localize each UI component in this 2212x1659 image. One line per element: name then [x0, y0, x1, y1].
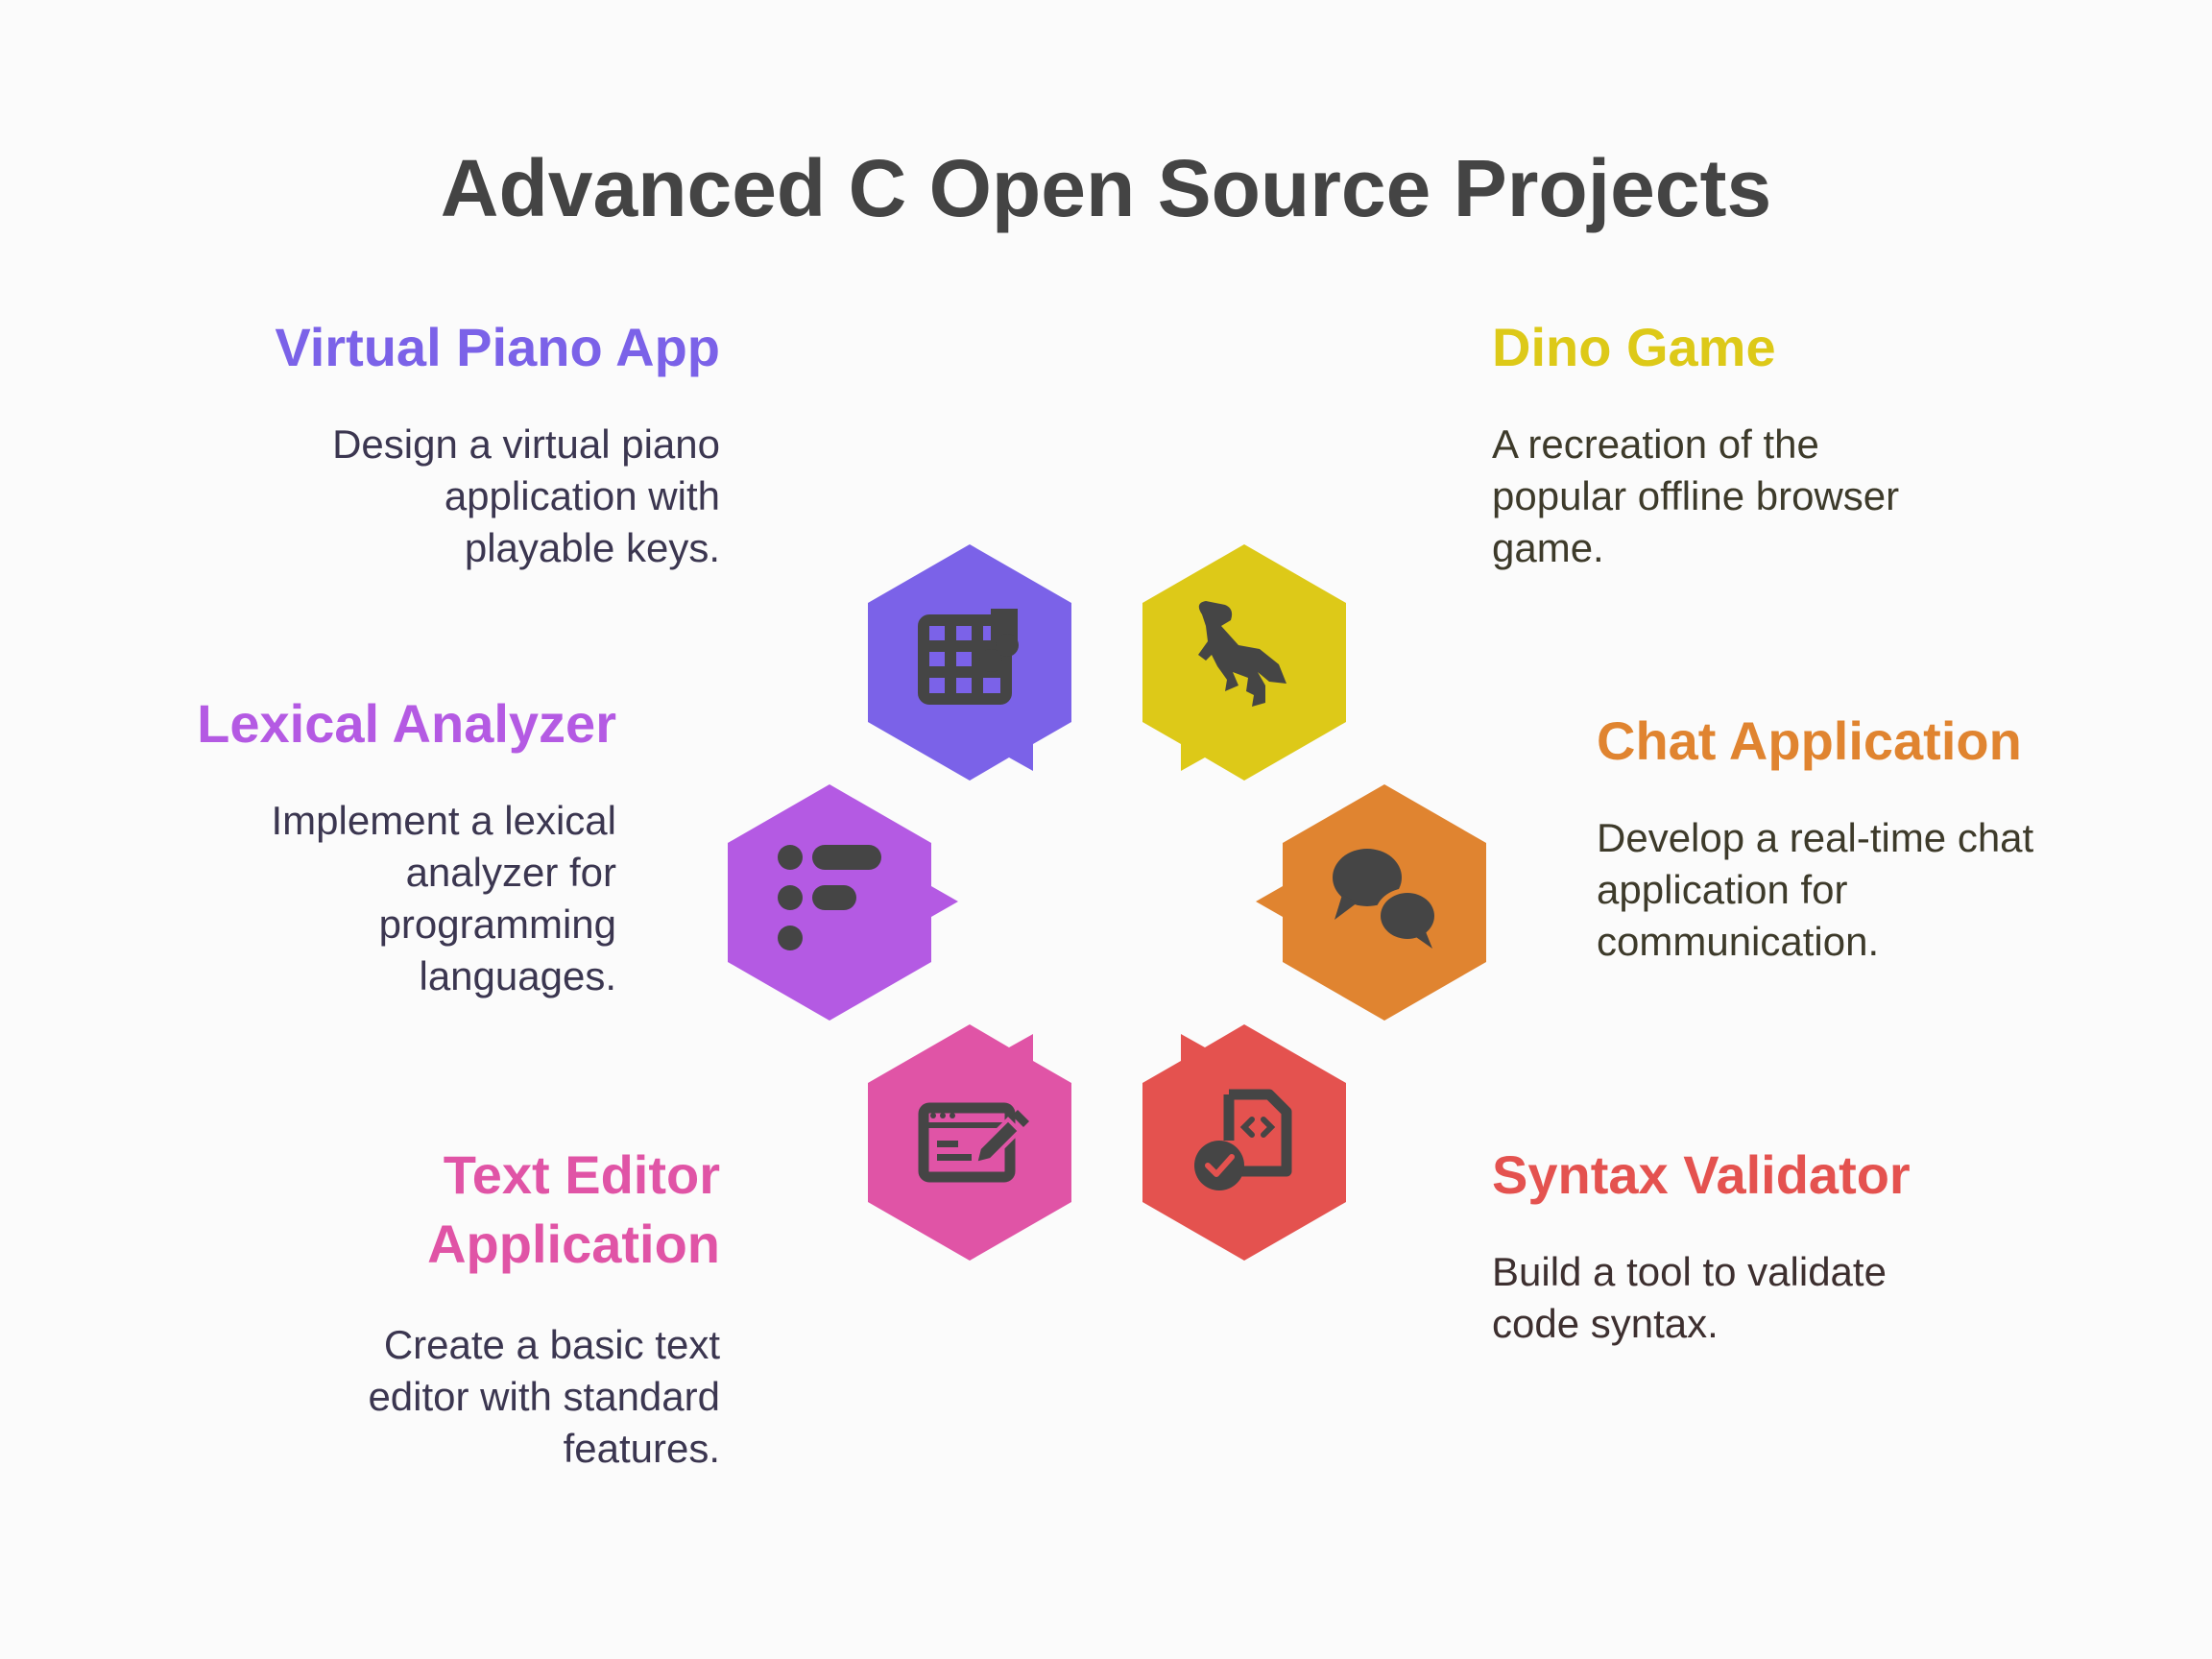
item-title: Text Editor Application — [427, 1144, 720, 1274]
item-dino-game: Dino Game A recreation of the popular of… — [1492, 313, 1972, 574]
chat-bubbles-icon — [1333, 849, 1440, 949]
item-title: Lexical Analyzer — [197, 693, 616, 754]
hex-text-editor — [868, 1024, 1071, 1261]
music-note-icon — [979, 609, 1019, 672]
item-text-editor: Text Editor Application Create a basic t… — [288, 1141, 720, 1475]
item-description: Develop a real-time chat application for… — [1597, 815, 2034, 964]
hex-dino-game — [1142, 544, 1346, 781]
item-title: Chat Application — [1597, 710, 2022, 771]
item-virtual-piano: Virtual Piano App Design a virtual piano… — [240, 313, 720, 574]
item-description: A recreation of the popular offline brow… — [1492, 421, 1900, 570]
item-description: Build a tool to validate code syntax. — [1492, 1249, 1887, 1346]
dinosaur-icon — [1198, 601, 1286, 707]
editor-window-pencil-icon — [918, 1102, 1029, 1183]
hex-chat-application — [1256, 784, 1486, 1021]
hex-syntax-validator — [1142, 1024, 1346, 1261]
token-list-icon — [778, 845, 881, 950]
piano-keys-music-note-icon — [918, 614, 1012, 705]
item-lexical-analyzer: Lexical Analyzer Implement a lexical ana… — [144, 689, 616, 1002]
item-chat-application: Chat Application Develop a real-time cha… — [1597, 707, 2134, 968]
item-syntax-validator: Syntax Validator Build a tool to validat… — [1492, 1141, 1991, 1350]
code-file-check-icon — [1194, 1089, 1292, 1190]
item-description: Create a basic text editor with standard… — [368, 1322, 720, 1471]
item-title: Syntax Validator — [1492, 1144, 1911, 1205]
item-title: Virtual Piano App — [275, 317, 720, 377]
item-title: Dino Game — [1492, 317, 1776, 377]
page-title: Advanced C Open Source Projects — [440, 143, 1772, 233]
hex-virtual-piano — [868, 544, 1071, 781]
item-description: Design a virtual piano application with … — [332, 421, 720, 570]
hex-lexical-analyzer — [728, 784, 958, 1021]
item-description: Implement a lexical analyzer for program… — [271, 798, 616, 998]
